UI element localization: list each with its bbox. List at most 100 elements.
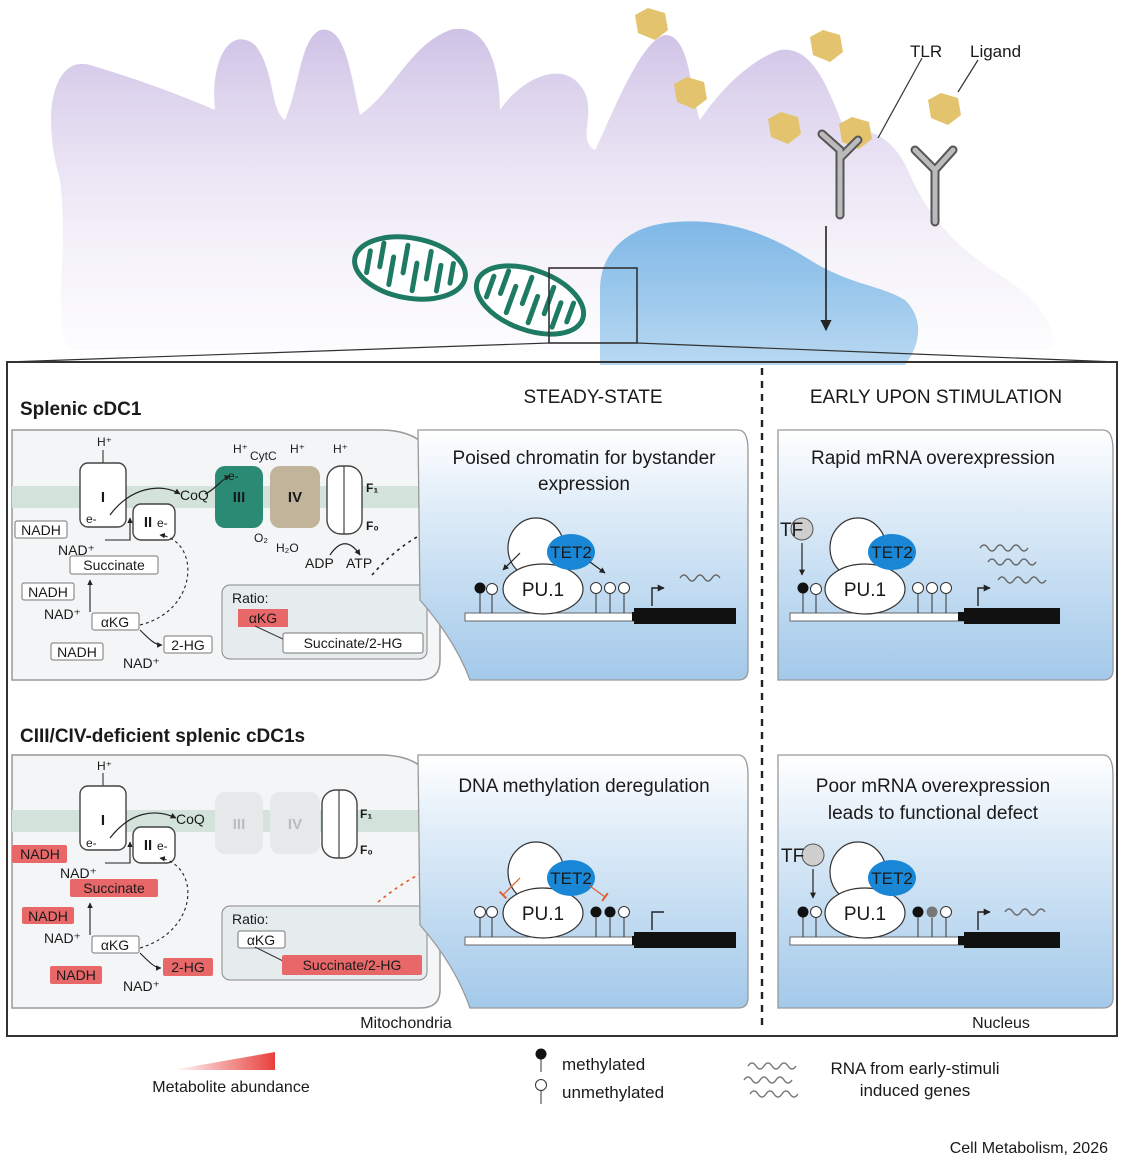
svg-text:ATP: ATP bbox=[346, 555, 372, 571]
svg-text:leads to functional defect: leads to functional defect bbox=[828, 803, 1039, 824]
complex-iii-1 bbox=[215, 466, 263, 528]
complex-iv-1 bbox=[270, 466, 320, 528]
svg-text:methylated: methylated bbox=[562, 1055, 645, 1074]
mito-panel-2: I H⁺ II e- III IV F₁ F₀ CoQ e- NADH NAD⁺… bbox=[11, 754, 441, 1009]
ligand-label: Ligand bbox=[970, 42, 1021, 61]
svg-text:PU.1: PU.1 bbox=[522, 904, 564, 925]
svg-text:H⁺: H⁺ bbox=[290, 442, 305, 456]
svg-text:F₀: F₀ bbox=[360, 843, 373, 857]
svg-text:F₁: F₁ bbox=[360, 807, 372, 821]
gene-construct-steady-1: PU.1 TET2 bbox=[464, 517, 736, 624]
tlr-label: TLR bbox=[910, 42, 942, 61]
svg-text:Rapid mRNA overexpression: Rapid mRNA overexpression bbox=[811, 448, 1055, 469]
svg-text:TF: TF bbox=[780, 520, 803, 541]
svg-text:NAD⁺: NAD⁺ bbox=[123, 655, 160, 671]
svg-text:F₀: F₀ bbox=[366, 519, 379, 533]
mito-panel-1: I H⁺ II e- III e- IV F₁ F₀ H⁺ CytC H⁺ H⁺… bbox=[11, 429, 441, 681]
legend: Metabolite abundance methylated unmethyl… bbox=[152, 1048, 1000, 1104]
svg-text:Ratio:: Ratio: bbox=[232, 911, 269, 927]
zoom-square bbox=[548, 267, 638, 344]
rna-icon bbox=[747, 1062, 797, 1070]
svg-text:αKG: αKG bbox=[101, 937, 129, 953]
svg-text:NADH: NADH bbox=[56, 967, 96, 983]
svg-text:Poor mRNA overexpression: Poor mRNA overexpression bbox=[816, 776, 1050, 797]
svg-text:Succinate/2-HG: Succinate/2-HG bbox=[303, 957, 402, 973]
svg-text:CoQ: CoQ bbox=[176, 811, 205, 827]
nucleus-shape bbox=[600, 221, 919, 365]
svg-text:Succinate/2-HG: Succinate/2-HG bbox=[304, 635, 403, 651]
tlr-receptor-1 bbox=[817, 129, 863, 220]
svg-text:induced genes: induced genes bbox=[860, 1081, 971, 1100]
svg-text:NADH: NADH bbox=[20, 846, 60, 862]
col-header-early: EARLY UPON STIMULATION bbox=[810, 387, 1062, 408]
abundance-wedge bbox=[172, 1052, 275, 1070]
mitochondrion-1 bbox=[352, 234, 468, 302]
footer-citation: Cell Metabolism, 2026 bbox=[950, 1140, 1108, 1157]
row2-title: CIII/CIV-deficient splenic cDC1s bbox=[20, 726, 305, 747]
svg-text:NADH: NADH bbox=[21, 522, 61, 538]
svg-text:H⁺: H⁺ bbox=[97, 759, 112, 773]
complex-ii-1 bbox=[132, 503, 176, 541]
svg-text:NAD⁺: NAD⁺ bbox=[60, 865, 97, 881]
gene-construct-steady-2: PU.1 TET2 bbox=[464, 841, 736, 948]
svg-text:NAD⁺: NAD⁺ bbox=[44, 606, 81, 622]
col-header-steady: STEADY-STATE bbox=[523, 387, 662, 408]
label-mitochondria: Mitochondria bbox=[360, 1015, 452, 1032]
svg-text:e-: e- bbox=[86, 836, 97, 850]
svg-text:III: III bbox=[233, 489, 246, 506]
svg-text:DNA methylation deregulation: DNA methylation deregulation bbox=[458, 776, 709, 797]
svg-text:αKG: αKG bbox=[101, 614, 129, 630]
main-frame bbox=[6, 361, 1118, 1037]
gene-construct-stim-1: TF PU.1 TET2 bbox=[780, 517, 1060, 624]
svg-text:TET2: TET2 bbox=[871, 869, 913, 888]
svg-text:Succinate: Succinate bbox=[83, 557, 145, 573]
svg-text:TET2: TET2 bbox=[871, 543, 913, 562]
row1-title: Splenic cDC1 bbox=[20, 399, 142, 420]
svg-text:ADP: ADP bbox=[305, 555, 334, 571]
svg-text:CoQ: CoQ bbox=[180, 487, 209, 503]
svg-text:III: III bbox=[233, 816, 246, 833]
svg-text:O₂: O₂ bbox=[254, 531, 268, 545]
svg-text:II: II bbox=[144, 514, 152, 531]
svg-text:NAD⁺: NAD⁺ bbox=[44, 930, 81, 946]
svg-text:2-HG: 2-HG bbox=[171, 959, 204, 975]
svg-text:Metabolite abundance: Metabolite abundance bbox=[152, 1079, 310, 1096]
rna-squiggle bbox=[679, 574, 721, 582]
label-nucleus: Nucleus bbox=[972, 1015, 1030, 1032]
svg-text:RNA from early-stimuli: RNA from early-stimuli bbox=[830, 1059, 999, 1078]
svg-text:NADH: NADH bbox=[28, 584, 68, 600]
svg-text:e-: e- bbox=[157, 516, 168, 530]
svg-text:expression: expression bbox=[538, 474, 630, 495]
svg-text:Ratio:: Ratio: bbox=[232, 590, 269, 606]
svg-text:H₂O: H₂O bbox=[276, 541, 299, 555]
svg-text:NAD⁺: NAD⁺ bbox=[58, 542, 95, 558]
svg-text:NADH: NADH bbox=[28, 908, 68, 924]
svg-text:TET2: TET2 bbox=[550, 543, 592, 562]
svg-text:2-HG: 2-HG bbox=[171, 637, 204, 653]
svg-text:αKG: αKG bbox=[247, 932, 275, 948]
svg-text:e-: e- bbox=[157, 839, 168, 853]
tlr-receptor-2 bbox=[910, 145, 958, 227]
svg-text:NADH: NADH bbox=[57, 644, 97, 660]
svg-text:αKG: αKG bbox=[249, 610, 277, 626]
nuc-box-stim-1: Rapid mRNA overexpression bbox=[777, 429, 1114, 681]
svg-text:PU.1: PU.1 bbox=[522, 580, 564, 601]
svg-text:IV: IV bbox=[288, 816, 302, 833]
svg-text:H⁺: H⁺ bbox=[233, 442, 248, 456]
svg-text:Succinate: Succinate bbox=[83, 880, 145, 896]
ligand-hexagons bbox=[635, 8, 961, 149]
svg-text:H⁺: H⁺ bbox=[97, 435, 112, 449]
svg-text:Poised chromatin for bystander: Poised chromatin for bystander bbox=[453, 448, 717, 469]
svg-text:TET2: TET2 bbox=[550, 869, 592, 888]
svg-text:H⁺: H⁺ bbox=[333, 442, 348, 456]
svg-text:TF: TF bbox=[781, 846, 804, 867]
nuc-box-stim-2: Poor mRNA overexpression leads to functi… bbox=[777, 754, 1114, 1009]
svg-text:II: II bbox=[144, 837, 152, 854]
svg-text:I: I bbox=[101, 812, 105, 829]
svg-text:PU.1: PU.1 bbox=[844, 904, 886, 925]
gene-construct-stim-2: TF PU.1 TET2 bbox=[781, 841, 1060, 948]
svg-text:IV: IV bbox=[288, 489, 302, 506]
svg-text:NAD⁺: NAD⁺ bbox=[123, 978, 160, 994]
svg-text:F₁: F₁ bbox=[366, 481, 378, 495]
